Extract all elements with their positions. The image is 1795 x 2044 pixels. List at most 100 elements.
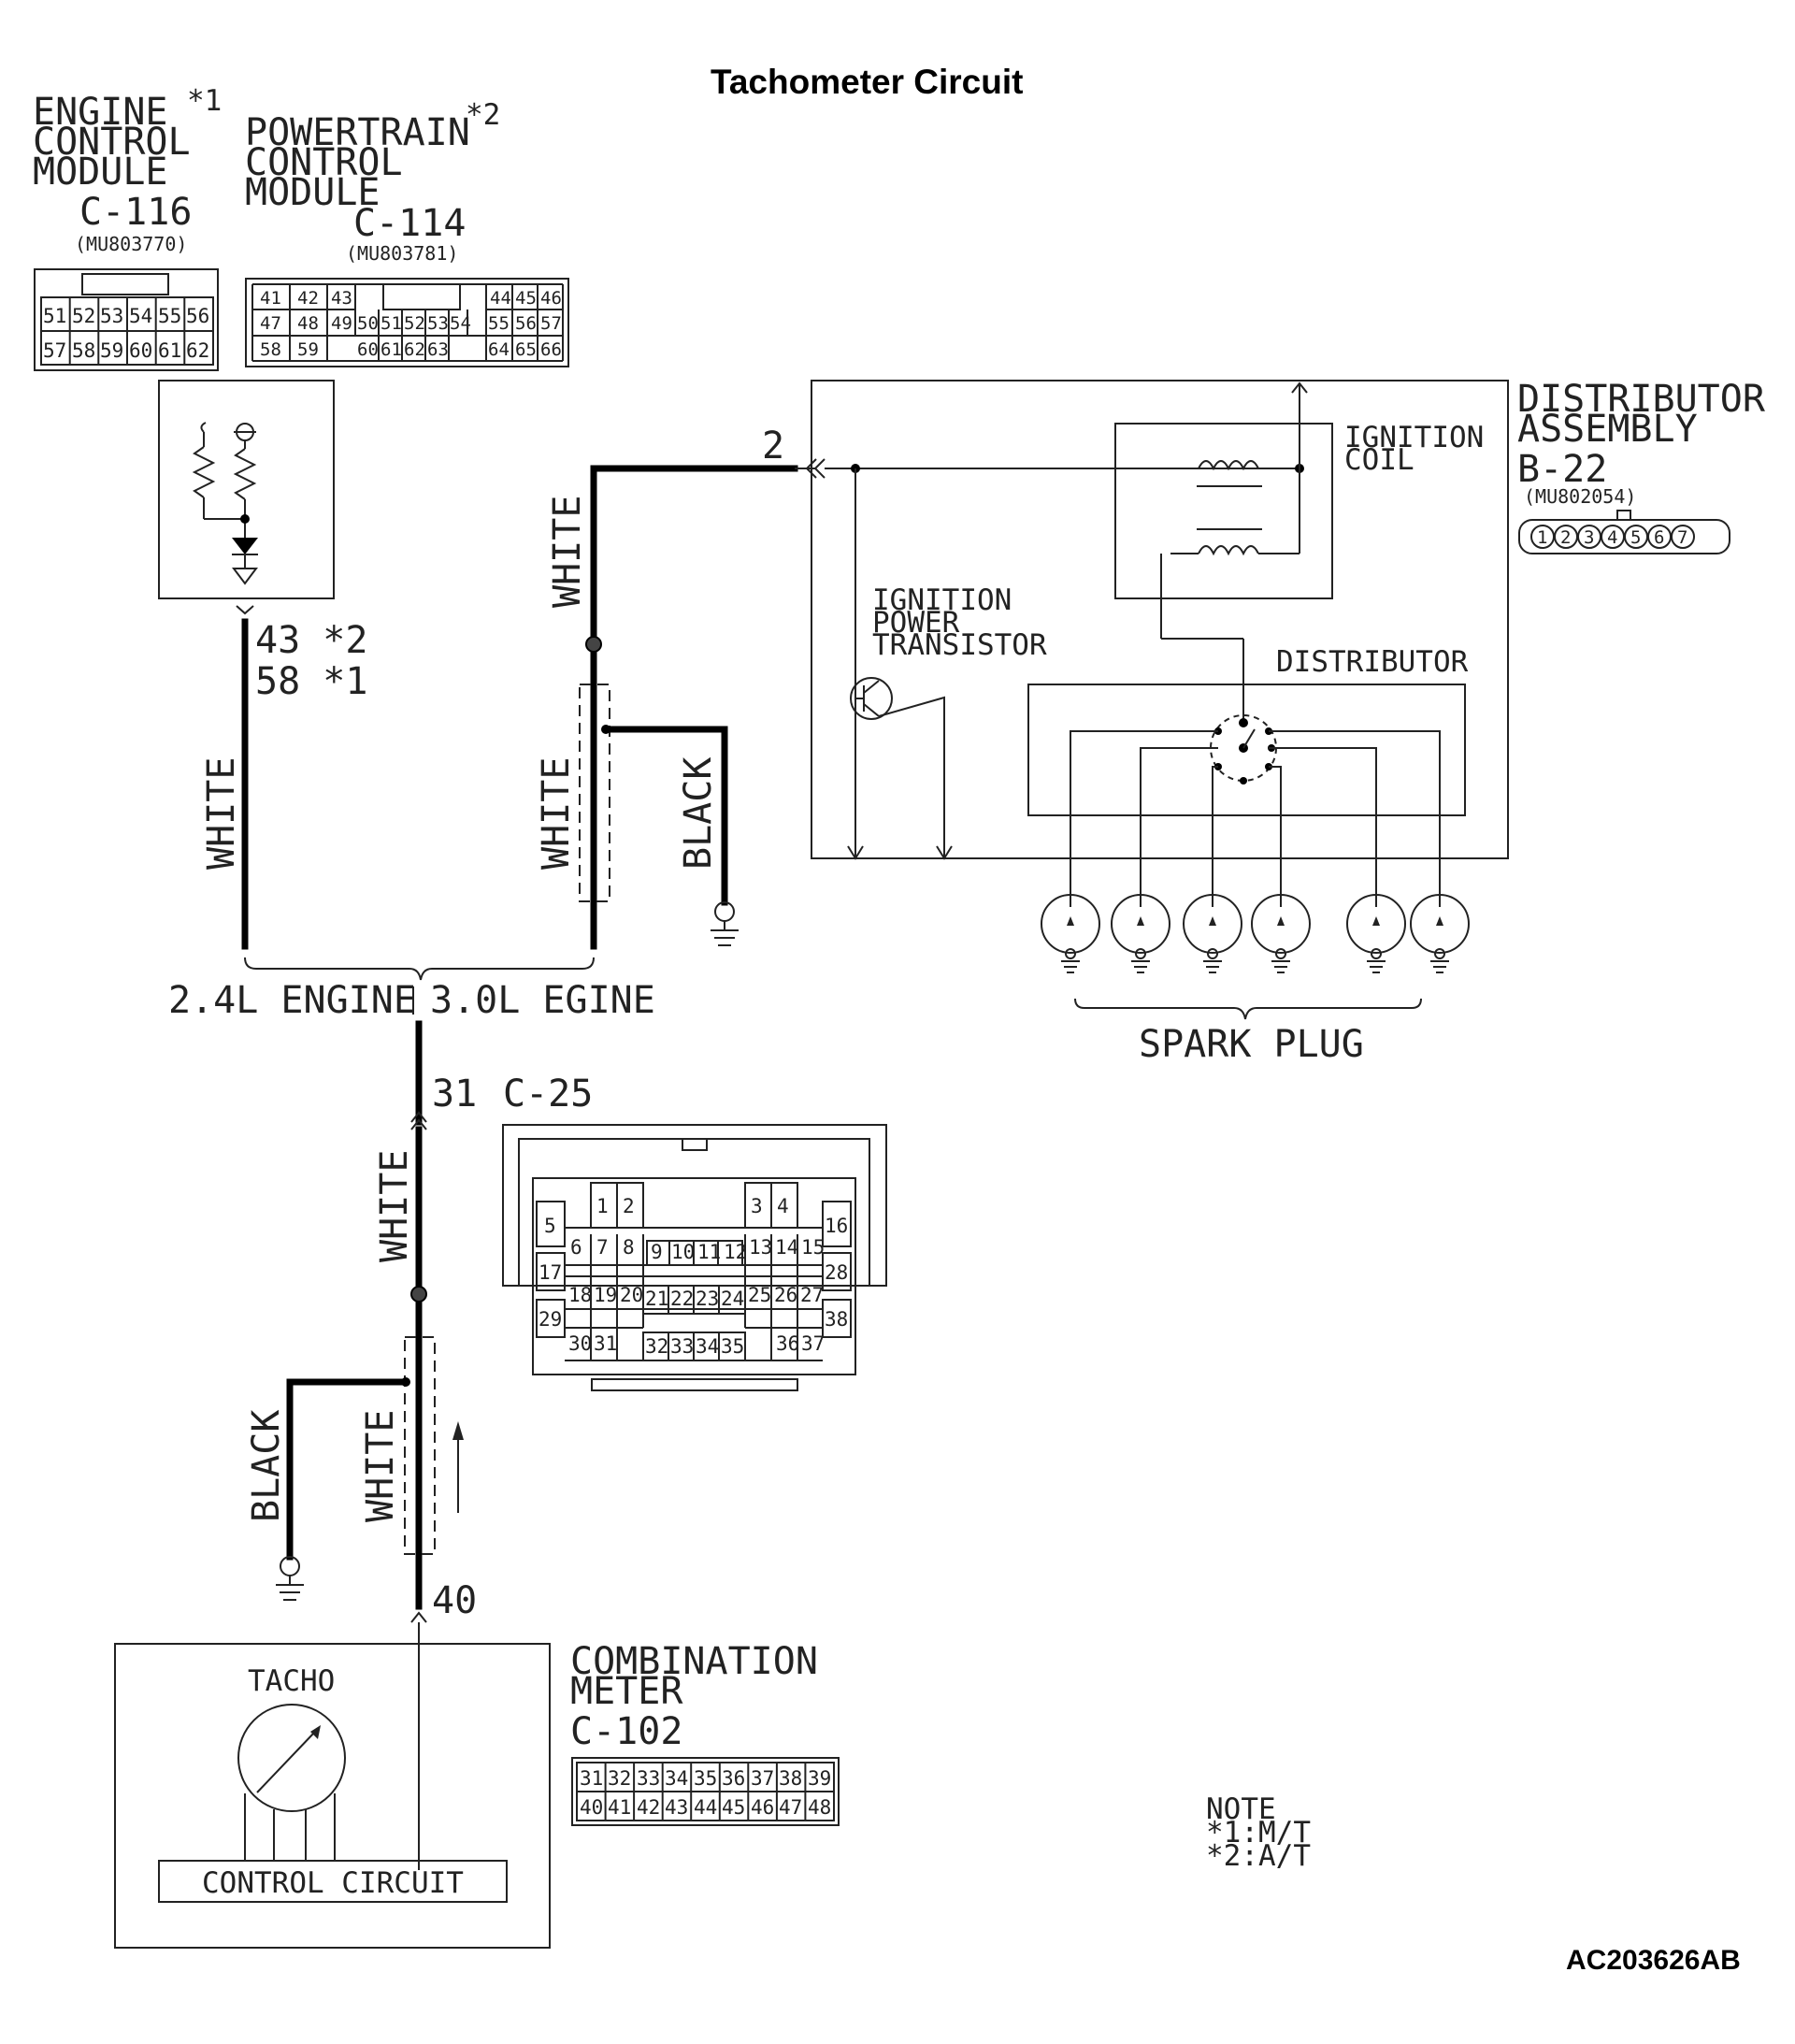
svg-text:C-114: C-114 bbox=[353, 202, 466, 245]
svg-text:METER: METER bbox=[570, 1670, 683, 1713]
svg-text:ASSEMBLY: ASSEMBLY bbox=[1517, 408, 1698, 451]
svg-text:50: 50 bbox=[357, 313, 379, 334]
svg-text:ENGINE: ENGINE bbox=[33, 91, 168, 134]
svg-text:33: 33 bbox=[670, 1335, 694, 1358]
svg-text:CONTROL CIRCUIT: CONTROL CIRCUIT bbox=[202, 1866, 464, 1900]
svg-text:42: 42 bbox=[297, 288, 319, 309]
svg-text:54: 54 bbox=[450, 313, 471, 334]
module-pin-43: 43 *2 bbox=[255, 619, 367, 662]
svg-text:58: 58 bbox=[260, 339, 281, 360]
svg-text:2: 2 bbox=[623, 1195, 635, 1217]
svg-text:40: 40 bbox=[580, 1796, 603, 1819]
svg-text:44: 44 bbox=[694, 1796, 717, 1819]
svg-text:1: 1 bbox=[596, 1195, 609, 1217]
distributor-label: DISTRIBUTOR ASSEMBLY B-22 (MU802054) bbox=[1517, 378, 1766, 508]
svg-text:42: 42 bbox=[637, 1796, 660, 1819]
diagram-title: Tachometer Circuit bbox=[711, 63, 1023, 101]
pin: 59 bbox=[100, 339, 123, 362]
svg-text:37: 37 bbox=[751, 1767, 774, 1790]
module-pin-58: 58 *1 bbox=[255, 660, 367, 703]
spark-plug bbox=[1111, 894, 1170, 973]
svg-text:43: 43 bbox=[331, 288, 352, 309]
svg-text:19: 19 bbox=[594, 1284, 617, 1306]
engine-brace bbox=[244, 957, 595, 981]
spark-plug bbox=[1346, 894, 1406, 973]
svg-text:36: 36 bbox=[776, 1332, 799, 1355]
svg-text:37: 37 bbox=[801, 1332, 825, 1355]
spark-plugs: SPARK PLUG bbox=[1041, 894, 1470, 1066]
svg-text:35: 35 bbox=[694, 1767, 717, 1790]
svg-text:17: 17 bbox=[538, 1261, 562, 1284]
splice-top bbox=[585, 636, 602, 653]
ground-symbol bbox=[276, 1556, 304, 1601]
svg-text:POWER: POWER bbox=[872, 606, 960, 640]
svg-text:20: 20 bbox=[620, 1284, 643, 1306]
svg-text:COMBINATION: COMBINATION bbox=[570, 1640, 818, 1683]
svg-text:16: 16 bbox=[825, 1215, 848, 1237]
svg-text:1: 1 bbox=[1537, 527, 1547, 548]
pcm-connector-c114: 41 42 43 44 45 46 47 48 49 50 51 52 53 5… bbox=[245, 278, 569, 367]
svg-text:43: 43 bbox=[665, 1796, 688, 1819]
svg-text:7: 7 bbox=[1677, 527, 1687, 548]
svg-text:(MU803770): (MU803770) bbox=[75, 233, 187, 255]
svg-text:31: 31 bbox=[580, 1767, 603, 1790]
pin: 62 bbox=[186, 339, 209, 362]
svg-text:23: 23 bbox=[696, 1288, 719, 1310]
meter-connector-c102: 31 32 33 34 35 36 37 38 39 40 41 42 43 4… bbox=[571, 1757, 840, 1826]
svg-text:*2:A/T: *2:A/T bbox=[1206, 1839, 1311, 1873]
svg-text:C-116: C-116 bbox=[79, 191, 192, 234]
svg-text:64: 64 bbox=[488, 339, 510, 360]
svg-text:30: 30 bbox=[568, 1332, 592, 1355]
svg-text:IGNITION: IGNITION bbox=[872, 583, 1012, 617]
svg-text:22: 22 bbox=[670, 1288, 694, 1310]
spark-plug bbox=[1183, 894, 1242, 973]
svg-text:41: 41 bbox=[608, 1796, 631, 1819]
pin: 61 bbox=[158, 339, 181, 362]
ecm-connector-c116: 51 52 53 54 55 56 57 58 59 60 61 62 bbox=[34, 268, 219, 371]
svg-text:53: 53 bbox=[427, 313, 449, 334]
pin: 54 bbox=[129, 305, 152, 327]
svg-text:49: 49 bbox=[331, 313, 352, 334]
svg-text:33: 33 bbox=[637, 1767, 660, 1790]
splice-bottom bbox=[410, 1286, 427, 1303]
svg-text:DISTRIBUTOR: DISTRIBUTOR bbox=[1517, 378, 1766, 421]
svg-text:IGNITION: IGNITION bbox=[1344, 421, 1484, 454]
wire-label-white-mid: WHITE bbox=[373, 1150, 416, 1262]
svg-text:66: 66 bbox=[540, 339, 562, 360]
junction-connector-c25-face: 1 2 3 4 5 16 6 7 8 9 10 11 12 13 14 15 1… bbox=[502, 1124, 887, 1391]
ecm-label: ENGINE CONTROL MODULE *1 C-116 (MU803770… bbox=[33, 84, 222, 255]
svg-text:TACHO: TACHO bbox=[248, 1664, 335, 1698]
svg-text:POWERTRAIN: POWERTRAIN bbox=[245, 111, 470, 154]
pin: 57 bbox=[43, 339, 66, 362]
svg-text:27: 27 bbox=[800, 1284, 824, 1306]
pcm-label: POWERTRAIN CONTROL MODULE *2 C-114 (MU80… bbox=[245, 98, 500, 265]
svg-text:5: 5 bbox=[1630, 527, 1641, 548]
svg-text:28: 28 bbox=[825, 1261, 848, 1284]
svg-text:41: 41 bbox=[260, 288, 281, 309]
pin: 51 bbox=[43, 305, 66, 327]
svg-text:*1: *1 bbox=[187, 84, 222, 118]
svg-text:DISTRIBUTOR: DISTRIBUTOR bbox=[1276, 645, 1469, 679]
svg-text:32: 32 bbox=[645, 1335, 668, 1358]
svg-text:62: 62 bbox=[404, 339, 425, 360]
svg-text:36: 36 bbox=[722, 1767, 745, 1790]
svg-text:CONTROL: CONTROL bbox=[245, 141, 403, 184]
wire-label-white-top: WHITE bbox=[546, 496, 589, 608]
svg-text:34: 34 bbox=[665, 1767, 688, 1790]
wire-black-ground-right bbox=[602, 726, 728, 906]
pin: 52 bbox=[72, 305, 95, 327]
svg-text:COIL: COIL bbox=[1344, 443, 1414, 477]
svg-text:48: 48 bbox=[808, 1796, 831, 1819]
svg-text:MODULE: MODULE bbox=[245, 171, 381, 214]
spark-plug bbox=[1251, 894, 1311, 973]
svg-text:38: 38 bbox=[825, 1308, 848, 1331]
wire-label-white-low: WHITE bbox=[359, 1410, 402, 1522]
svg-text:12: 12 bbox=[724, 1241, 747, 1263]
svg-text:8: 8 bbox=[623, 1236, 635, 1259]
svg-text:39: 39 bbox=[808, 1767, 831, 1790]
svg-text:46: 46 bbox=[540, 288, 562, 309]
svg-text:25: 25 bbox=[748, 1284, 771, 1306]
current-flow-arrow bbox=[452, 1421, 464, 1513]
meter-pin-40: 40 bbox=[432, 1579, 477, 1622]
svg-text:61: 61 bbox=[381, 339, 402, 360]
